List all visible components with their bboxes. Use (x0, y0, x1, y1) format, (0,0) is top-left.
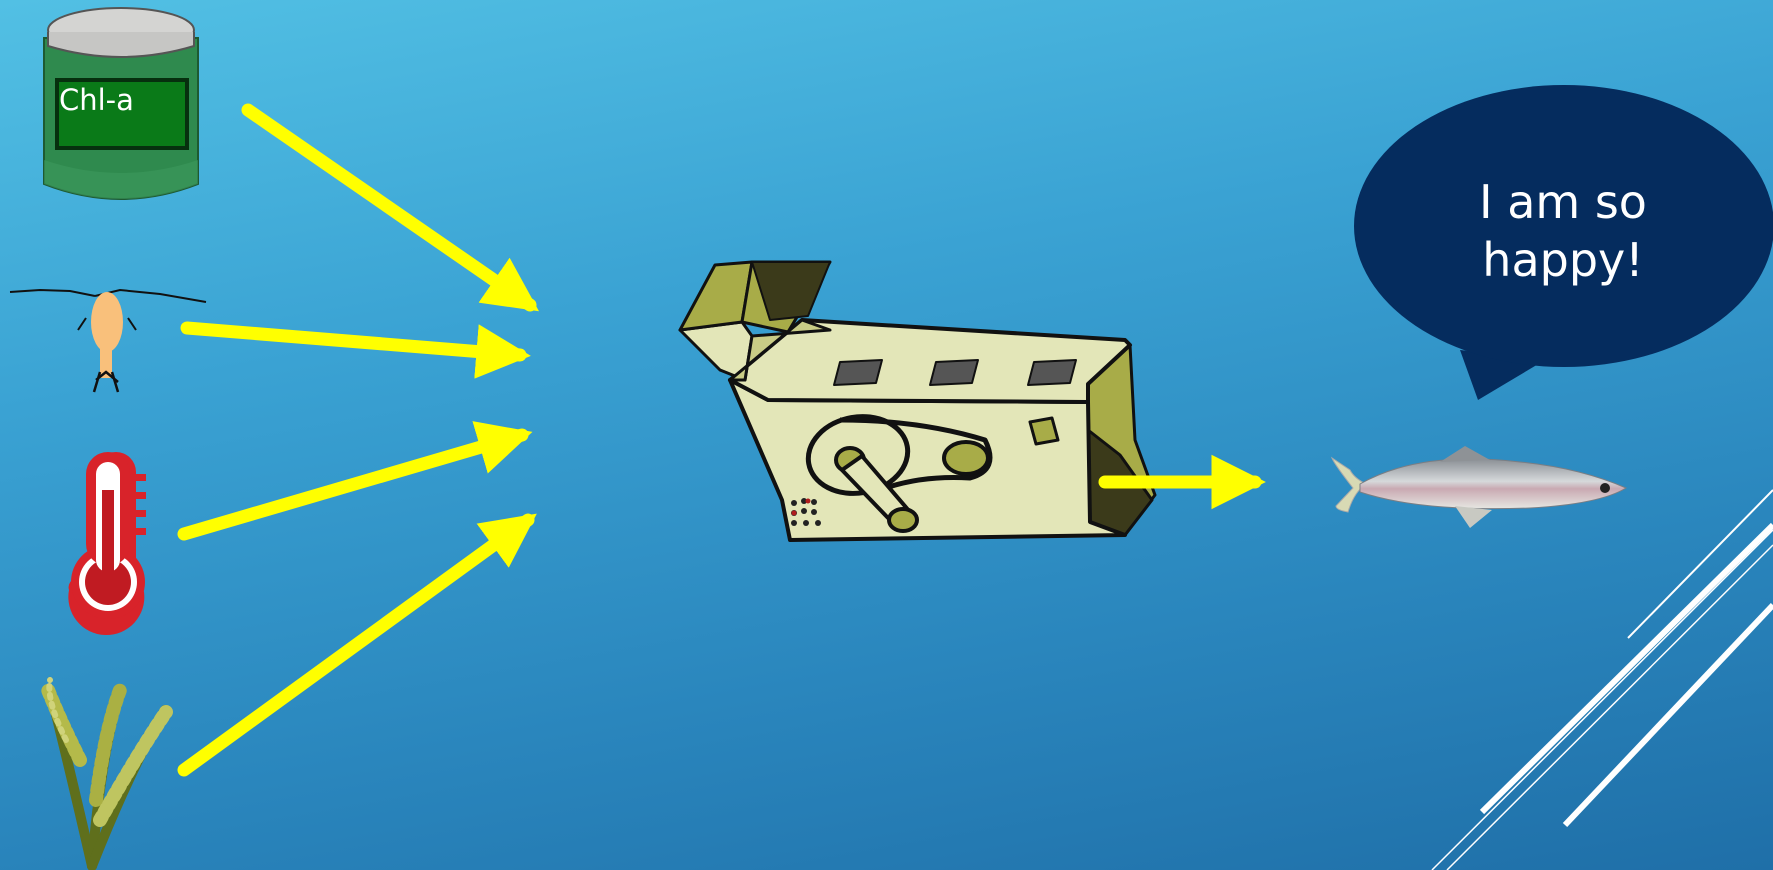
fish-icon (1330, 446, 1628, 528)
speech-bubble (1354, 85, 1773, 400)
input-arrows (177, 103, 539, 777)
speech-bubble-line-2: happy! (1482, 233, 1644, 287)
machine-icon (678, 260, 1157, 542)
speech-bubble-text: I am so happy! (1398, 173, 1728, 289)
speech-bubble-line-1: I am so (1479, 175, 1647, 229)
aquatic-plant-icon (41, 677, 173, 870)
copepod-icon (9, 288, 207, 393)
thermometer-icon (68, 452, 146, 636)
corner-decoration-lines (1431, 489, 1773, 870)
jar-label: Chl-a (59, 83, 134, 117)
chlorophyll-jar-icon (43, 7, 199, 200)
